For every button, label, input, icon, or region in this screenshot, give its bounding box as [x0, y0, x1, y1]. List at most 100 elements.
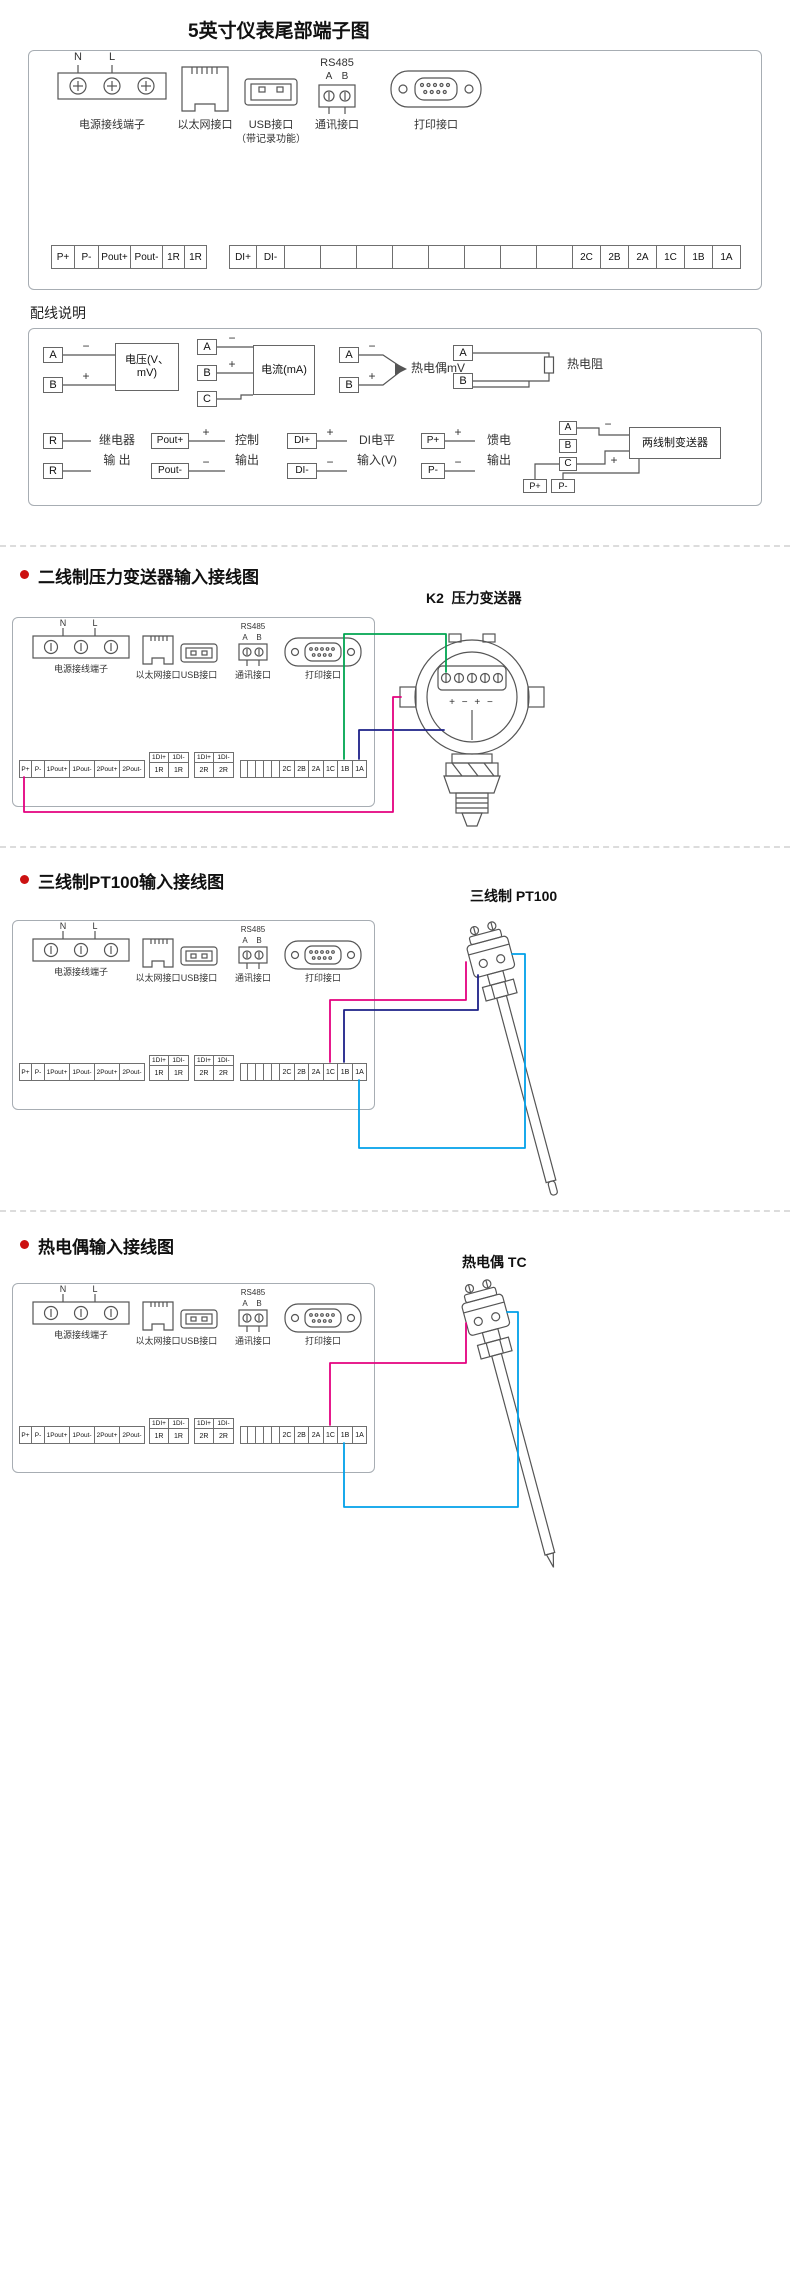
- terminal-cell: 1C: [324, 1063, 338, 1081]
- bullet-icon: [20, 875, 29, 884]
- pressure-transmitter-icon: [399, 633, 545, 827]
- ethernet-label: 以太网接口: [135, 973, 181, 983]
- terminal-cell: 2A: [629, 245, 657, 269]
- terminal-box-a: A: [339, 347, 359, 363]
- terminal-box-b: B: [559, 439, 577, 453]
- terminal-cell: 1B: [338, 1063, 353, 1081]
- comm-label: 通讯接口: [315, 119, 359, 131]
- terminal-cell: P-: [32, 1063, 45, 1081]
- thermocouple-label: 热电偶mV: [411, 361, 466, 375]
- power-terminal-label: 电源接线端子: [53, 664, 108, 674]
- terminal-cell: 1DI-: [169, 752, 189, 763]
- feed-output-label: 馈电: [486, 433, 511, 447]
- terminal-cell: 1R: [149, 763, 169, 778]
- terminal-box-c: C: [559, 457, 577, 471]
- polarity-sign: −: [604, 417, 612, 431]
- device-label-pressure-transmitter: K2 压力变送器: [426, 590, 522, 606]
- terminal-cell-empty: [264, 1063, 272, 1081]
- rs485-a-label: A: [325, 71, 333, 82]
- rs485-terminal-icon: [238, 946, 268, 969]
- terminal-cell-empty: [429, 245, 465, 269]
- terminal-cell: DI-: [257, 245, 285, 269]
- terminal-cell: 1C: [324, 760, 338, 778]
- power-n-label: N: [59, 921, 67, 931]
- ethernet-port-icon: [142, 938, 174, 968]
- terminal-box-b: B: [197, 365, 217, 381]
- terminal-cell: 2B: [295, 1063, 309, 1081]
- usb-sublabel: （带记录功能）: [236, 134, 306, 145]
- wire-cyan: [358, 953, 526, 1149]
- terminal-cell-empty: [321, 245, 357, 269]
- printer-port-icon: [390, 70, 482, 108]
- terminal-cell: 1B: [685, 245, 713, 269]
- thermocouple-probe-icon: [461, 1279, 556, 1568]
- terminal-cell: 1A: [353, 1426, 367, 1444]
- terminal-box-p-minus: P-: [421, 463, 445, 479]
- usb-label: USB接口: [180, 670, 218, 680]
- terminal-cell: 1R: [149, 1429, 169, 1444]
- wiring-legend-box: A B − + 电压(V、mV) A B C − + 电流(mA) A B − …: [28, 328, 762, 506]
- terminal-cell: 2Pout-: [120, 760, 145, 778]
- ethernet-port-icon: [181, 66, 229, 112]
- power-n-label: N: [59, 618, 67, 628]
- wiring-section-panel: N L 电源接线端子 以太网接口 USB接口 RS485 A B 通讯接口 打印…: [12, 1283, 375, 1473]
- device-label-pt100: 三线制 PT100: [470, 888, 558, 904]
- usb-port-icon: [180, 643, 218, 663]
- terminal-strip-right: 2C 2B 2A 1C 1B 1A: [240, 760, 367, 778]
- printer-label: 打印接口: [304, 973, 341, 983]
- terminal-strip-left: P+ P- Pout+ Pout- 1R 1R: [51, 245, 207, 269]
- terminal-cell: 2R: [194, 1429, 214, 1444]
- terminal-box-p out-minus: Pout-: [151, 463, 189, 479]
- terminal-cell: 1DI+: [149, 752, 169, 763]
- di-terminal-block-2: 1DI+ 1DI- 2R 2R: [194, 1418, 234, 1444]
- di-terminal-block-1: 1DI+ 1DI- 1R 1R: [149, 1055, 189, 1081]
- ethernet-label: 以太网接口: [177, 119, 233, 131]
- terminal-cell: 1DI+: [194, 1055, 214, 1066]
- terminal-cell-empty: [501, 245, 537, 269]
- ethernet-port-icon: [142, 635, 174, 665]
- terminal-strip-right: 2C 2B 2A 1C 1B 1A: [240, 1426, 367, 1444]
- power-terminal-label: 电源接线端子: [53, 967, 108, 977]
- terminal-cell: 2Pout+: [95, 1063, 120, 1081]
- instrument-rear-panel: N L 电源接线端子 以太网接口 USB接口 RS485 A B 通讯接口 打印…: [13, 618, 374, 806]
- power-l-label: L: [92, 618, 98, 628]
- power-terminal-label: 电源接线端子: [79, 119, 145, 131]
- terminal-cell: 1C: [657, 245, 685, 269]
- di-terminal-block-1: 1DI+ 1DI- 1R 1R: [149, 752, 189, 778]
- terminal-cell: 1Pout-: [70, 1063, 95, 1081]
- terminal-cell: 1Pout-: [70, 760, 95, 778]
- terminal-cell: 1C: [324, 1426, 338, 1444]
- printer-label: 打印接口: [414, 119, 458, 131]
- terminal-cell-empty: [537, 245, 573, 269]
- section-title-tc: 热电偶输入接线图: [38, 1238, 174, 1257]
- terminal-cell-empty: [264, 760, 272, 778]
- terminal-cell: 1R: [169, 763, 189, 778]
- polarity-sign: −: [202, 455, 210, 469]
- terminal-box-a: A: [559, 421, 577, 435]
- terminal-cell: 2A: [309, 1426, 324, 1444]
- terminal-cell: 1A: [713, 245, 741, 269]
- wiring-section-panel: N L 电源接线端子 以太网接口 USB接口 RS485 A B 通讯接口 打印…: [12, 920, 375, 1110]
- relay-output-label: 输 出: [103, 453, 131, 467]
- terminal-box-p-plus: P+: [421, 433, 445, 449]
- pt100-probe-icon: [466, 921, 558, 1196]
- comm-label: 通讯接口: [234, 973, 271, 983]
- terminal-cell-empty: [240, 1063, 248, 1081]
- terminal-cell: 2A: [309, 1063, 324, 1081]
- polarity-sign: +: [368, 369, 376, 383]
- rs485-title: RS485: [240, 622, 266, 631]
- power-terminal-label: 电源接线端子: [53, 1330, 108, 1340]
- power-terminal-icon: [32, 931, 130, 962]
- terminal-cell: 1DI-: [169, 1418, 189, 1429]
- terminal-strip-right: DI+ DI- 2C 2B 2A 1C 1B 1A: [229, 245, 741, 269]
- transmitter-terminal-signs: + − + −: [449, 697, 495, 708]
- polarity-sign: −: [454, 455, 462, 469]
- terminal-cell: 1DI-: [214, 752, 234, 763]
- terminal-cell-empty: [285, 245, 321, 269]
- comm-label: 通讯接口: [234, 670, 271, 680]
- terminal-cell: 1DI+: [194, 1418, 214, 1429]
- rs485-a-label: A: [242, 936, 248, 945]
- rear-terminal-box: N L 电源接线端子 以太网接口 USB接口 （带记录功能） RS485 A B…: [28, 50, 762, 290]
- polarity-sign: +: [202, 425, 210, 439]
- terminal-cell-empty: [240, 760, 248, 778]
